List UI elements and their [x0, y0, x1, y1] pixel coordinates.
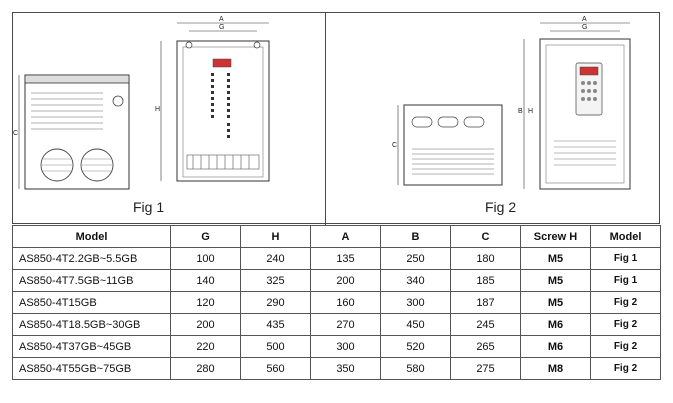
cell-a: 350 — [310, 357, 381, 380]
fig1-side-view — [24, 74, 130, 190]
header-c: C — [450, 225, 521, 248]
header-model: Model — [12, 225, 171, 248]
header-b: B — [380, 225, 451, 248]
header-a: A — [310, 225, 381, 248]
cell-h: 560 — [240, 357, 311, 380]
cell-model: AS850-4T37GB~45GB — [12, 335, 171, 358]
cell-g: 140 — [170, 269, 241, 292]
cell-screw: M5 — [520, 247, 591, 270]
cell-c: 265 — [450, 335, 521, 358]
cell-fig: Fig 1 — [590, 247, 661, 270]
dim-label-b: B — [518, 108, 523, 115]
table-row: AS850-4T37GB~45GB 220 500 300 520 265 M6… — [12, 335, 661, 358]
cell-g: 220 — [170, 335, 241, 358]
cell-model: AS850-4T18.5GB~30GB — [12, 313, 171, 336]
cell-g: 280 — [170, 357, 241, 380]
cell-fig: Fig 1 — [590, 269, 661, 292]
dim-label-h2: H — [528, 108, 533, 115]
cell-fig: Fig 2 — [590, 313, 661, 336]
cell-h: 325 — [240, 269, 311, 292]
fig-divider — [325, 13, 326, 225]
cell-model: AS850-4T55GB~75GB — [12, 357, 171, 380]
header-h: H — [240, 225, 311, 248]
table-row: AS850-4T15GB 120 290 160 300 187 M5 Fig … — [12, 291, 661, 314]
dim-label-g2: G — [582, 24, 587, 31]
header-g: G — [170, 225, 241, 248]
cell-g: 120 — [170, 291, 241, 314]
cell-g: 100 — [170, 247, 241, 270]
cell-b: 580 — [380, 357, 451, 380]
fig2-caption: Fig 2 — [485, 199, 517, 215]
cell-h: 435 — [240, 313, 311, 336]
cell-a: 135 — [310, 247, 381, 270]
cell-screw: M5 — [520, 269, 591, 292]
cell-c: 187 — [450, 291, 521, 314]
cell-screw: M6 — [520, 335, 591, 358]
cell-b: 520 — [380, 335, 451, 358]
dim-label-h: H — [155, 106, 160, 113]
cell-a: 160 — [310, 291, 381, 314]
dim-label-g: G — [219, 24, 224, 31]
cell-h: 290 — [240, 291, 311, 314]
cell-fig: Fig 2 — [590, 357, 661, 380]
dim-label-a2: A — [582, 16, 587, 23]
cell-a: 270 — [310, 313, 381, 336]
dimension-sheet: C — [12, 12, 661, 388]
header-screw-h: Screw H — [520, 225, 591, 248]
fig1-panel: C — [13, 13, 325, 225]
fig1-caption: Fig 1 — [133, 199, 165, 215]
cell-c: 275 — [450, 357, 521, 380]
cell-b: 300 — [380, 291, 451, 314]
cell-h: 240 — [240, 247, 311, 270]
cell-screw: M5 — [520, 291, 591, 314]
dimension-table: Model G H A B C Screw H Model AS850-4T2.… — [12, 225, 661, 380]
cell-h: 500 — [240, 335, 311, 358]
header-fig-model: Model — [590, 225, 661, 248]
fig1-drawing: C — [13, 16, 270, 190]
cell-model: AS850-4T2.2GB~5.5GB — [12, 247, 171, 270]
cell-c: 245 — [450, 313, 521, 336]
cell-b: 450 — [380, 313, 451, 336]
cell-b: 340 — [380, 269, 451, 292]
display-icon — [212, 58, 232, 68]
cell-c: 180 — [450, 247, 521, 270]
dim-label-c2: C — [392, 142, 397, 149]
cell-screw: M8 — [520, 357, 591, 380]
cell-b: 250 — [380, 247, 451, 270]
cell-screw: M6 — [520, 313, 591, 336]
figures-panel: C — [12, 12, 660, 225]
fig2-drawing: C A G — [392, 16, 631, 190]
cell-model: AS850-4T7.5GB~11GB — [12, 269, 171, 292]
cell-c: 185 — [450, 269, 521, 292]
table-header-row: Model G H A B C Screw H Model — [12, 225, 661, 248]
cell-fig: Fig 2 — [590, 291, 661, 314]
table-row: AS850-4T7.5GB~11GB 140 325 200 340 185 M… — [12, 269, 661, 292]
cell-fig: Fig 2 — [590, 335, 661, 358]
fig2-panel: C A G — [326, 13, 660, 225]
cell-a: 300 — [310, 335, 381, 358]
cell-g: 200 — [170, 313, 241, 336]
table-row: AS850-4T55GB~75GB 280 560 350 580 275 M8… — [12, 357, 661, 380]
dim-label-c: C — [13, 130, 18, 137]
cell-a: 200 — [310, 269, 381, 292]
cell-model: AS850-4T15GB — [12, 291, 171, 314]
dim-label-a: A — [219, 16, 224, 23]
table-row: AS850-4T2.2GB~5.5GB 100 240 135 250 180 … — [12, 247, 661, 270]
table-row: AS850-4T18.5GB~30GB 200 435 270 450 245 … — [12, 313, 661, 336]
